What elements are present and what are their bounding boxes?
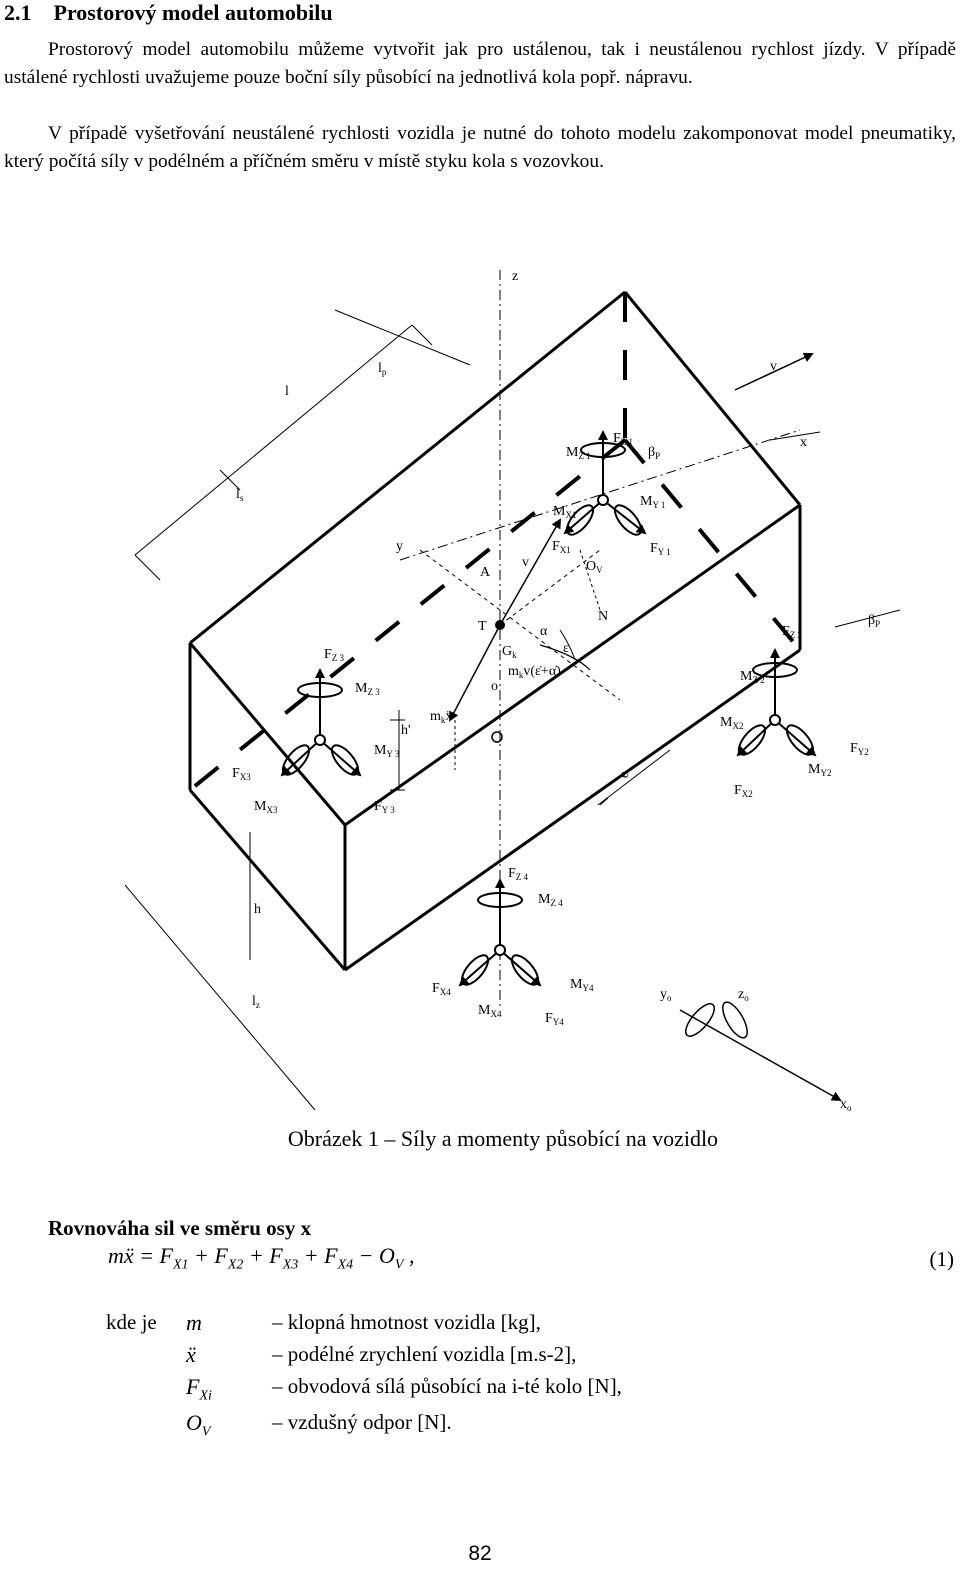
equation-subheading: Rovnováha sil ve směru osy x xyxy=(48,1216,312,1240)
equation-1: mẍ = FX1 + FX2 + FX3 + FX4 − OV , xyxy=(108,1243,414,1273)
label-N: N xyxy=(598,609,608,624)
section-title: Prostorový model automobilu xyxy=(53,0,333,25)
eq-term-3: FX3 + xyxy=(269,1243,325,1273)
label-T: T xyxy=(478,619,487,634)
label-yo: yo xyxy=(660,987,672,1003)
label-MX4: MX4 xyxy=(478,1003,502,1019)
axes xyxy=(124,270,901,1111)
label-FZ2: FZ 2 xyxy=(782,624,802,640)
label-Ov: OV xyxy=(586,559,603,575)
label-FZ3: FZ 3 xyxy=(324,647,345,663)
label-MY1: MY 1 xyxy=(640,494,665,510)
label-FY1: FY 1 xyxy=(650,541,671,557)
page-number: 82 xyxy=(468,1542,492,1565)
wheel-1-symbols xyxy=(563,430,647,536)
def-description: – podélné zrychlení vozidla [m.s-2], xyxy=(272,1342,577,1366)
label-ls: ls xyxy=(236,487,244,503)
eq-term-2: FX2 + xyxy=(214,1243,270,1273)
eq-term-5: OV , xyxy=(379,1243,415,1273)
vehicle-forces-figure: z x y v v l lp ls lz A T N OV α ε o Gk m… xyxy=(0,250,960,1130)
label-zo: zo xyxy=(738,987,749,1003)
def-description: – klopná hmotnost vozidla [kg], xyxy=(272,1310,541,1334)
label-FY3: FY 3 xyxy=(374,799,395,815)
label-l: l xyxy=(285,384,289,399)
label-A: A xyxy=(480,565,491,580)
section-number: 2.1 xyxy=(4,0,32,25)
label-MZ3: MZ 3 xyxy=(355,681,380,697)
label-alpha: α xyxy=(540,624,548,639)
label-Gk: Gk xyxy=(502,644,517,660)
eq-equals: = xyxy=(133,1243,160,1268)
def-description: – obvodová sílá působící na i-té kolo [N… xyxy=(272,1374,622,1398)
def-description: – vzdušný odpor [N]. xyxy=(272,1410,452,1434)
figure-caption: Obrázek 1 – Síly a momenty působící na v… xyxy=(287,1126,719,1151)
label-hprime: h' xyxy=(401,723,411,738)
label-mkx: mkẍ xyxy=(430,709,452,725)
label-v: v xyxy=(522,555,529,570)
label-z: z xyxy=(512,269,518,284)
label-o1: o xyxy=(491,679,498,694)
center-of-gravity xyxy=(495,620,505,630)
vehicle-diagram: z x y v v l lp ls lz A T N OV α ε o Gk m… xyxy=(124,269,901,1113)
section-heading: 2.1 Prostorový model automobilu xyxy=(4,0,333,26)
label-e: e xyxy=(616,769,632,780)
label-xo: xo xyxy=(840,1097,852,1113)
label-x: x xyxy=(800,435,807,450)
vehicle-body-box xyxy=(188,290,802,972)
def-symbol: FXi xyxy=(186,1374,212,1404)
label-beta2: βP xyxy=(868,613,880,629)
label-MY2: MY2 xyxy=(808,762,831,778)
wheel-4-symbols xyxy=(458,878,542,987)
origin-axes-symbol xyxy=(679,1001,842,1101)
def-symbol: m xyxy=(186,1310,202,1335)
eq-lhs: mẍ xyxy=(108,1243,134,1268)
hidden-edges xyxy=(188,292,802,792)
eq-term-4: FX4 − xyxy=(324,1243,380,1273)
label-MY3: MY 3 xyxy=(374,743,400,759)
label-MX1: MX1 xyxy=(553,504,576,520)
label-eps: ε xyxy=(563,641,569,656)
label-v-top: v xyxy=(770,359,777,374)
label-y: y xyxy=(396,539,403,554)
label-FY2: FY2 xyxy=(850,741,869,757)
label-MZ4: MZ 4 xyxy=(538,892,563,908)
label-beta: βP xyxy=(648,445,660,461)
label-MX2: MX2 xyxy=(720,715,743,731)
label-lz: lz xyxy=(252,994,260,1010)
label-FX2: FX2 xyxy=(734,783,753,799)
label-lp: lp xyxy=(378,361,387,377)
def-symbol: ẍ xyxy=(186,1342,196,1367)
def-symbol: OV xyxy=(186,1410,211,1440)
label-h: h xyxy=(254,902,261,917)
definition-row: kde je m – klopná hmotnost vozidla [kg], xyxy=(106,1310,541,1335)
where-intro: kde je xyxy=(106,1310,157,1334)
label-MY4: MY4 xyxy=(570,977,594,993)
label-FZ1: FZ 1 xyxy=(613,431,633,447)
label-MZ2: MZ 2 xyxy=(740,669,765,685)
wheel-2-symbols xyxy=(736,648,817,757)
label-mkv: mkv(ε̇+α̇) xyxy=(508,664,561,680)
paragraph-2: V případě vyšetřování neustálené rychlos… xyxy=(4,123,956,172)
equation-number: (1) xyxy=(929,1247,955,1271)
label-FY4: FY4 xyxy=(545,1011,564,1027)
paragraph-1: Prostorový model automobilu můžeme vytvo… xyxy=(4,39,956,88)
label-FX1: FX1 xyxy=(552,539,571,555)
label-FZ4: FZ 4 xyxy=(508,866,529,882)
wheel-3-symbols xyxy=(280,668,362,777)
label-MZ1: MZ 1 xyxy=(566,445,591,461)
eq-term-1: FX1 + xyxy=(159,1243,215,1273)
label-FX4: FX4 xyxy=(432,981,451,997)
label-FX3: FX3 xyxy=(232,766,251,782)
label-MX3: MX3 xyxy=(254,799,278,815)
